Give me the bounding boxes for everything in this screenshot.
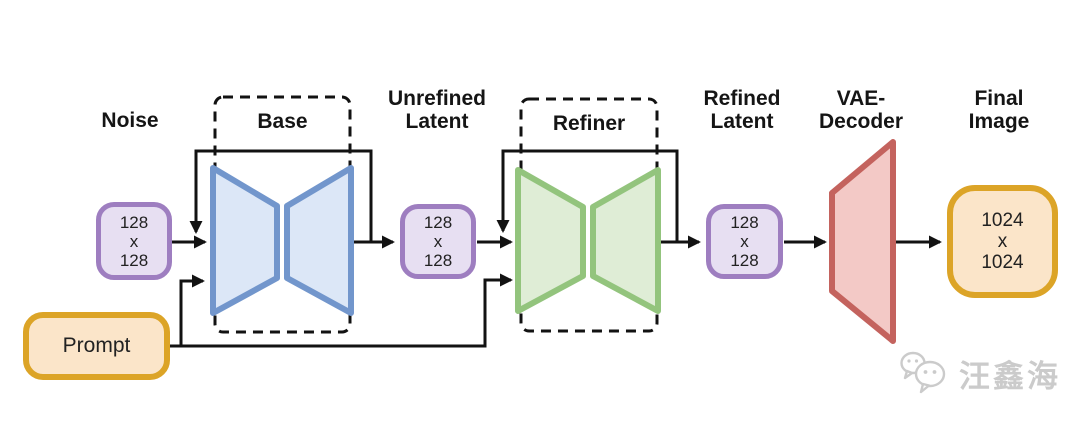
watermark: 汪鑫海 bbox=[898, 350, 1061, 396]
final-image-label: Final Image bbox=[968, 87, 1030, 133]
arrow-prompt-to-base bbox=[179, 274, 205, 346]
noise-size-text: 128 x 128 bbox=[119, 212, 149, 270]
wechat-icon bbox=[900, 351, 946, 394]
unrefined-latent-size-text: 128 x 128 bbox=[423, 213, 453, 270]
prompt-box: Prompt bbox=[23, 312, 170, 380]
refined-latent-label: Refined Latent bbox=[703, 87, 781, 133]
arrow-prompt-to-refiner bbox=[159, 273, 513, 348]
refined-latent-size-box: 128 x 128 bbox=[706, 204, 783, 279]
refined-latent-size-text: 128 x 128 bbox=[730, 213, 759, 270]
noise-label: Noise bbox=[101, 109, 159, 132]
refiner-label: Refiner bbox=[552, 112, 626, 135]
refiner-decoder-shape bbox=[590, 167, 661, 314]
arrow-base-denoise-loop bbox=[189, 149, 373, 242]
refiner-encoder-shape bbox=[515, 167, 586, 314]
unrefined-latent-label: Unrefined Latent bbox=[387, 87, 486, 133]
base-encoder-shape bbox=[210, 165, 280, 316]
vae-decoder-shape bbox=[829, 139, 896, 344]
final-image-box: 1024 x 1024 bbox=[947, 185, 1058, 298]
final-image-size-text: 1024 x 1024 bbox=[981, 210, 1024, 273]
arrow-refiner-denoise-loop bbox=[496, 149, 679, 242]
prompt-label: Prompt bbox=[62, 334, 131, 357]
vae-decoder-label: VAE- Decoder bbox=[818, 87, 904, 133]
watermark-text: 汪鑫海 bbox=[959, 358, 1061, 394]
noise-size-box: 128 x 128 bbox=[96, 202, 172, 280]
base-label: Base bbox=[257, 110, 308, 133]
unrefined-latent-size-box: 128 x 128 bbox=[400, 204, 476, 279]
base-decoder-shape bbox=[284, 165, 354, 316]
